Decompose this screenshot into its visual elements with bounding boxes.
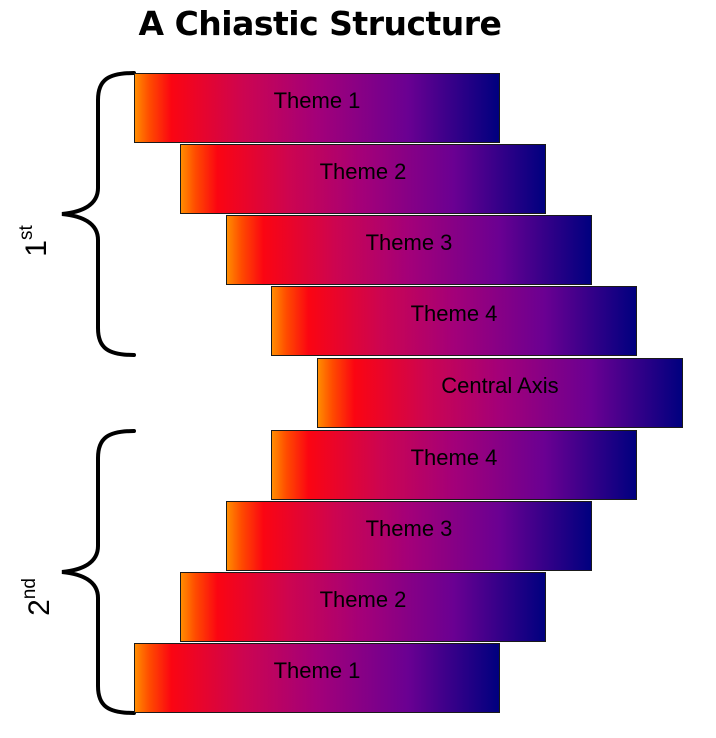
theme-bar-2-first: Theme 2 <box>180 144 546 214</box>
central-axis-bar: Central Axis <box>317 358 683 428</box>
group-suffix: nd <box>19 578 40 600</box>
group-ordinal: 2 <box>23 599 56 616</box>
theme-label: Theme 4 <box>410 445 498 470</box>
theme-label: Theme 1 <box>273 88 361 113</box>
theme-bar-3-second: Theme 3 <box>226 501 592 571</box>
central-axis-label: Central Axis <box>441 373 559 398</box>
group-label-first: 1st <box>16 216 54 266</box>
theme-bar-4-second: Theme 4 <box>271 430 637 500</box>
brace-second <box>61 429 136 715</box>
theme-label: Theme 3 <box>365 516 453 541</box>
theme-label: Theme 4 <box>410 301 498 326</box>
group-suffix: st <box>16 225 37 241</box>
brace-first <box>61 71 136 357</box>
diagram-title: A Chiastic Structure <box>138 4 502 43</box>
theme-label: Theme 3 <box>365 230 453 255</box>
theme-bar-1-second: Theme 1 <box>134 643 500 713</box>
theme-label: Theme 1 <box>273 658 361 683</box>
theme-bar-1-first: Theme 1 <box>134 73 500 143</box>
theme-label: Theme 2 <box>319 159 407 184</box>
theme-label: Theme 2 <box>319 587 407 612</box>
theme-bar-3-first: Theme 3 <box>226 215 592 285</box>
group-label-second: 2nd <box>19 567 57 627</box>
theme-bar-2-second: Theme 2 <box>180 572 546 642</box>
group-ordinal: 1 <box>20 240 53 257</box>
theme-bar-4-first: Theme 4 <box>271 286 637 356</box>
